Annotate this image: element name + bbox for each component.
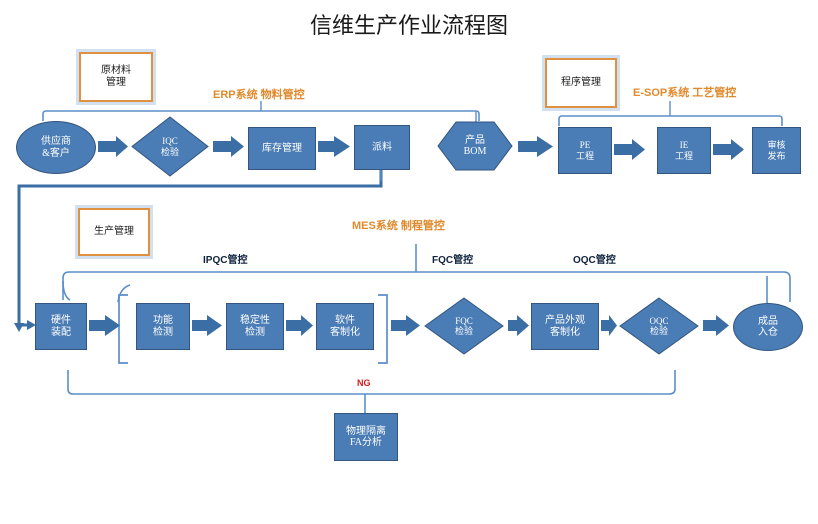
arrow-pe-to-ie (614, 139, 645, 160)
stage-box-program-management[interactable]: 程序管理 (545, 58, 617, 108)
node-product-appearance-customization[interactable]: 产品外观客制化 (531, 303, 599, 350)
stage-box-raw-material-management[interactable]: 原材料管理 (79, 52, 153, 102)
dispatch-to-assembly-connector (17, 168, 383, 324)
ng-bracket (67, 370, 676, 413)
node-review-release[interactable]: 审核发布 (752, 127, 801, 174)
node-finished-goods-warehouse-label: 成品入仓 (758, 315, 778, 338)
dispatch-to-assembly-arrowhead (14, 323, 24, 332)
stage-box-production-management-label: 生产管理 (94, 225, 134, 237)
node-finished-goods-warehouse[interactable]: 成品入仓 (733, 303, 803, 351)
diamond-shape (619, 297, 699, 355)
arrow-ie-to-review (713, 139, 744, 160)
oqc-control-label: OQC管控 (573, 255, 616, 266)
arrow-iqc-to-inventory (213, 136, 244, 157)
arrow-stability-to-software (286, 315, 313, 336)
node-hardware-assembly[interactable]: 硬件装配 (35, 303, 87, 350)
node-review-release-label: 审核发布 (767, 140, 786, 161)
ipqc-control-label: IPQC管控 (203, 255, 248, 266)
arrow-supplier-to-iqc (98, 136, 128, 157)
arrow-oqc-to-finished (703, 315, 729, 336)
stage-box-production-management[interactable]: 生产管理 (78, 208, 150, 256)
node-function-test[interactable]: 功能检测 (136, 303, 190, 350)
node-product-appearance-customization-label: 产品外观客制化 (545, 315, 585, 338)
hexagon-shape (437, 121, 513, 171)
stage-box-program-management-label: 程序管理 (561, 76, 601, 88)
node-software-customization-label: 软件客制化 (330, 315, 360, 338)
mes-system-label: MES系统 制程管控 (352, 220, 445, 232)
page-title: 信维生产作业流程图 (309, 13, 508, 38)
node-function-test-label: 功能检测 (153, 315, 173, 338)
node-material-dispatch-label: 派料 (372, 141, 392, 153)
arrow-software-to-fqc (391, 315, 420, 336)
ipqc-top-curve (117, 284, 131, 303)
node-inventory-management[interactable]: 库存管理 (248, 127, 316, 170)
erp-bracket (42, 101, 480, 121)
arrow-assembly-to-function (89, 315, 120, 336)
fqc-control-label: FQC管控 (432, 255, 474, 266)
esop-system-label: E-SOP系统 工艺管控 (633, 87, 737, 99)
arrow-fqc-to-appearance (508, 315, 529, 336)
erp-system-label: ERP系统 物料管控 (213, 89, 305, 101)
arrow-appearance-to-oqc (601, 315, 617, 336)
assembly-top-curve (62, 280, 71, 301)
stage-box-raw-material-management-label: 原材料管理 (101, 64, 131, 89)
node-stability-test[interactable]: 稳定性检测 (226, 303, 284, 350)
mes-bracket (62, 244, 791, 302)
node-supplier-customer[interactable]: 供应商&客户 (16, 121, 96, 174)
node-supplier-customer-label: 供应商&客户 (41, 136, 71, 159)
arrow-inventory-to-dispatch (318, 136, 350, 157)
ng-label: NG (357, 378, 371, 388)
arrow-function-to-stability (192, 315, 222, 336)
node-hardware-assembly-label: 硬件装配 (51, 315, 71, 338)
node-software-customization[interactable]: 软件客制化 (316, 303, 374, 350)
diamond-shape (424, 297, 504, 355)
node-inventory-management-label: 库存管理 (262, 142, 302, 154)
node-material-dispatch[interactable]: 派料 (354, 125, 410, 170)
arrow-bom-to-pe (518, 136, 553, 157)
node-stability-test-label: 稳定性检测 (240, 315, 270, 338)
